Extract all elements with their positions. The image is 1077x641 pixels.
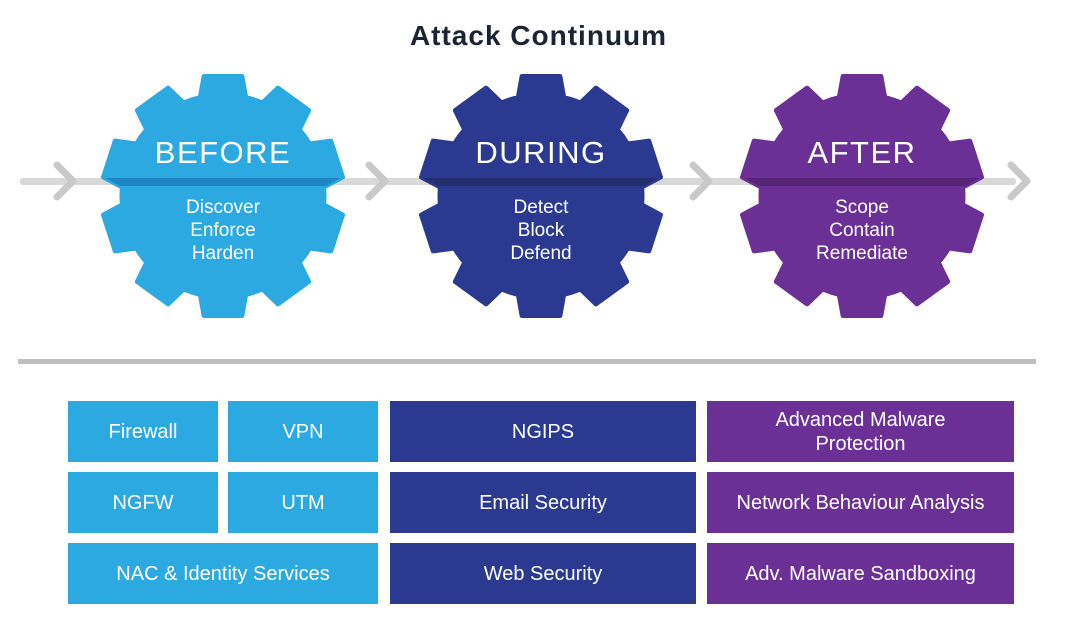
solution-box-firewall: Firewall [68, 401, 218, 462]
solution-box-utm: UTM [228, 472, 378, 533]
phase-action: Remediate [816, 243, 908, 264]
gear-during: DURING Detect Block Defend [417, 72, 665, 320]
solution-box-email-security: Email Security [390, 472, 696, 533]
gear-after: AFTER Scope Contain Remediate [738, 72, 986, 320]
solution-box-network-behaviour-analysis: Network Behaviour Analysis [707, 472, 1014, 533]
arrow-chevron-icon [689, 161, 713, 201]
phase-label: AFTER [807, 135, 917, 170]
phase-action: Harden [191, 243, 255, 264]
phase-action: Detect [513, 197, 569, 218]
solution-box-nac-identity-services: NAC & Identity Services [68, 543, 378, 604]
page-title: Attack Continuum [409, 20, 668, 51]
phase-action: Block [517, 220, 565, 241]
phase-action: Enforce [190, 220, 256, 241]
gear-stripe [421, 178, 661, 186]
phase-action: Defend [510, 243, 572, 264]
phase-action: Scope [835, 197, 889, 218]
gear-shape [101, 74, 345, 318]
gear-icon [419, 74, 663, 318]
phase-label: DURING [475, 135, 607, 170]
gear-icon [101, 74, 345, 318]
solution-box-ngfw: NGFW [68, 472, 218, 533]
phase-actions: Detect Block Defend [417, 196, 665, 265]
arrow-chevron-icon [53, 161, 77, 201]
arrow-chevron-icon [1007, 161, 1031, 201]
gear-icon [740, 74, 984, 318]
phase-action: Discover [186, 197, 260, 218]
solution-box-vpn: VPN [228, 401, 378, 462]
phase-label: BEFORE [154, 135, 292, 170]
gear-shape [740, 74, 984, 318]
gear-stripe [742, 178, 982, 186]
gear-stripe [103, 178, 343, 186]
phase-actions: Scope Contain Remediate [738, 196, 986, 265]
arrow-chevron-icon [365, 161, 389, 201]
solutions-grid: Firewall VPN NGFW UTM NAC & Identity Ser… [68, 401, 1014, 604]
solution-box-adv-malware-sandboxing: Adv. Malware Sandboxing [707, 543, 1014, 604]
gear-before: BEFORE Discover Enforce Harden [99, 72, 347, 320]
solution-box-ngips: NGIPS [390, 401, 696, 462]
phase-actions: Discover Enforce Harden [99, 196, 347, 265]
phase-action: Contain [829, 220, 895, 241]
solution-box-advanced-malware-protection: Advanced Malware Protection [707, 401, 1014, 462]
timeline: BEFORE Discover Enforce Harden DURING De… [20, 72, 1031, 320]
section-divider [18, 359, 1036, 364]
gear-shape [419, 74, 663, 318]
solution-box-web-security: Web Security [390, 543, 696, 604]
